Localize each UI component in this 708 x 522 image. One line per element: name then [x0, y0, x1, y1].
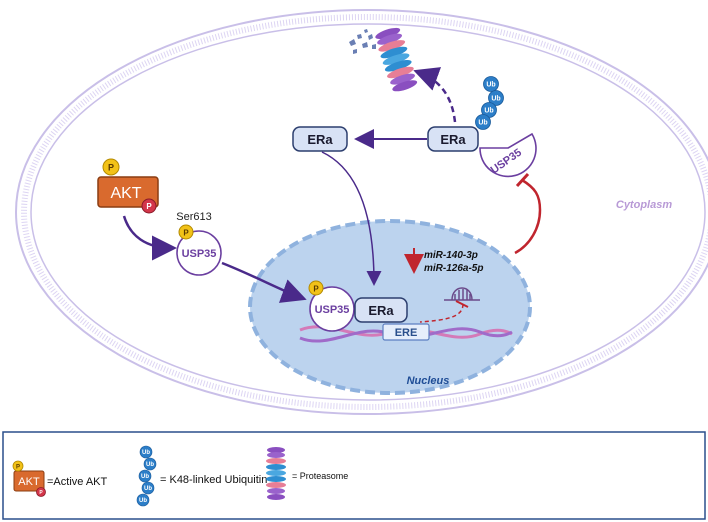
akt-protein: AKT — [97, 176, 159, 208]
svg-text:Ub: Ub — [146, 462, 154, 468]
mirna-label-2: miR-126a-5p — [424, 263, 483, 274]
legend-proteasome: = Proteasome — [292, 471, 348, 481]
svg-text:AKT: AKT — [110, 185, 141, 202]
inhibition-line — [514, 178, 542, 255]
svg-text:ERa: ERa — [440, 132, 466, 147]
usp35-phosphorylated: USP35 P — [176, 224, 222, 276]
proteasome-top — [349, 27, 418, 92]
era-stable: ERa — [292, 126, 348, 152]
nucleus-label: Nucleus — [407, 375, 450, 387]
phospho-akt-bottom: P — [141, 198, 157, 214]
ubiquitin-chain: Ub Ub Ub Ub — [475, 76, 504, 130]
svg-text:P: P — [313, 285, 319, 294]
ere-box: ERE — [382, 323, 430, 341]
nuclear-translocation-arrow — [321, 151, 382, 286]
svg-text:P: P — [146, 202, 152, 211]
legend-active-akt: =Active AKT — [47, 476, 108, 488]
era-nuclear: ERa — [354, 297, 408, 323]
mirna-hairpin — [444, 287, 480, 301]
degradation-arrow — [413, 67, 457, 123]
svg-text:P: P — [108, 163, 114, 173]
transcription-inhibition — [419, 303, 464, 323]
ser613-label: Ser613 — [176, 211, 211, 223]
cytoplasm-label: Cytoplasm — [616, 199, 672, 211]
ere-label: ERE — [395, 327, 418, 339]
svg-text:Ub: Ub — [141, 474, 149, 480]
svg-text:P: P — [183, 229, 189, 238]
legend: AKT P P =Active AKT Ub Ub Ub Ub Ub — [2, 431, 706, 520]
svg-text:ERa: ERa — [368, 303, 394, 318]
svg-text:P: P — [39, 490, 43, 496]
legend-akt-icon: AKT P P — [12, 460, 46, 497]
era-ubiquitinated: ERa — [427, 126, 479, 152]
inhibition-bar — [515, 172, 530, 188]
nuclear-import-arrow — [221, 261, 307, 303]
svg-text:Ub: Ub — [491, 96, 500, 103]
svg-text:USP35: USP35 — [182, 248, 217, 260]
svg-text:P: P — [16, 465, 20, 471]
mirna-label-1: miR-140-3p — [424, 250, 478, 261]
usp35-bound: USP35 — [479, 132, 537, 178]
phospho-akt-top: P — [102, 158, 120, 176]
svg-text:Ub: Ub — [139, 498, 147, 504]
usp35-nuclear: USP35 P — [308, 280, 355, 332]
svg-text:Ub: Ub — [478, 120, 487, 127]
svg-text:Ub: Ub — [486, 82, 495, 89]
svg-text:Ub: Ub — [484, 108, 493, 115]
svg-text:Ub: Ub — [142, 450, 150, 456]
svg-text:AKT: AKT — [18, 476, 40, 488]
legend-ubiquitin-icon: Ub Ub Ub Ub Ub — [136, 445, 157, 507]
svg-text:Ub: Ub — [144, 486, 152, 492]
svg-text:ERa: ERa — [307, 132, 333, 147]
cell-membrane — [15, 9, 708, 415]
legend-ubiquitin: = K48-linked Ubiquitin — [160, 474, 267, 486]
phosphorylation-arrow — [122, 215, 177, 261]
svg-text:USP35: USP35 — [315, 304, 350, 316]
legend-proteasome-icon — [266, 447, 286, 500]
